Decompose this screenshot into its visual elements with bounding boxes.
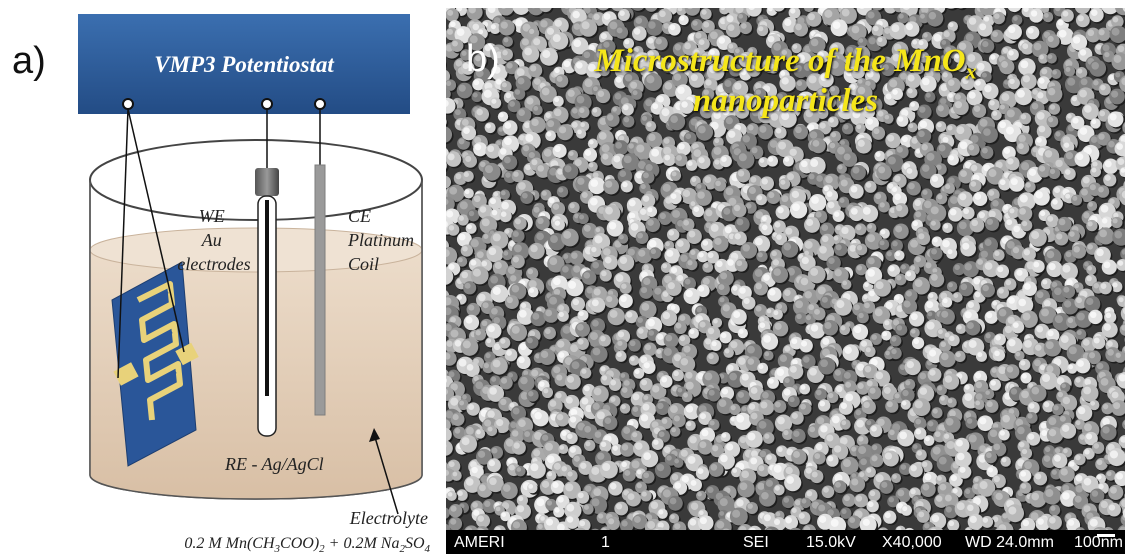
nanoparticle-texture: [446, 8, 1125, 530]
scale-bar: [1097, 534, 1115, 537]
re-terminal: [261, 98, 273, 110]
we-label: WE Au electrodes: [177, 206, 250, 274]
operator-text: AMERI: [454, 534, 505, 551]
sem-title-subscript: x: [965, 58, 977, 84]
ce-platinum-coil: [314, 164, 326, 416]
we-terminal-1: [122, 98, 134, 110]
potentiostat-label: VMP3 Potentiostat: [154, 52, 334, 77]
electrochemical-cell-diagram: VMP3 Potentiostat: [78, 14, 431, 554]
re-cap: [255, 168, 279, 196]
panel-b-label: b): [466, 38, 500, 80]
voltage-text: 15.0kV: [806, 534, 856, 551]
electrolyte-arrow: [373, 433, 399, 515]
re-label: RE - Ag/AgCl: [224, 454, 324, 474]
ce-label: CE Platinum Coil: [347, 206, 419, 274]
sem-micrograph: b) Microstructure of the MnOx nanopartic…: [446, 8, 1125, 554]
magnification-text: X40,000: [882, 534, 942, 551]
electrolyte-label: Electrolyte: [349, 508, 428, 528]
ce-terminal: [314, 98, 326, 110]
electrolyte-formula: 0.2 M Mn(CH3COO)2 + 0.2M Na2SO4: [184, 535, 430, 554]
image-number: 1: [601, 534, 610, 551]
re-wire: [265, 200, 269, 396]
potentiostat-box: [78, 14, 410, 114]
detector-text: SEI: [743, 534, 769, 551]
sem-info-bar: AMERI 1 SEI 15.0kV X40,000 WD 24.0mm 100…: [446, 530, 1125, 554]
scale-text: 100nm: [1074, 534, 1123, 551]
sem-title: Microstructure of the MnOx: [446, 42, 1125, 91]
sem-title-line1: Microstructure of the MnO: [594, 43, 966, 79]
panel-a-label: a): [12, 40, 46, 82]
working-distance-text: WD 24.0mm: [965, 534, 1054, 551]
sem-title-line2: nanoparticles: [692, 83, 879, 119]
